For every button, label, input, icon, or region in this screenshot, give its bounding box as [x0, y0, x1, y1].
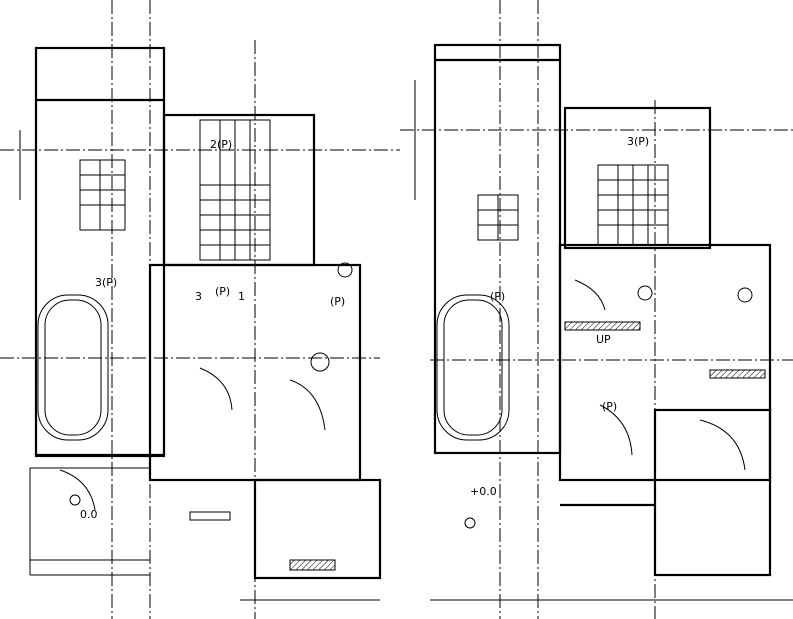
sink: [189, 511, 231, 521]
hatched-wall: [289, 559, 336, 571]
door-swing: [199, 367, 233, 411]
room-label: (P): [215, 285, 230, 298]
door-swing: [289, 379, 326, 431]
bathtub: [37, 294, 109, 441]
door-swing: [59, 469, 96, 511]
fixture-symbol: [737, 287, 753, 303]
room-label: (P): [330, 295, 345, 308]
room-label: 1: [238, 290, 245, 303]
wall: [34, 46, 166, 458]
wall: [563, 106, 712, 250]
room-label: (P): [490, 290, 505, 303]
staircase: [597, 164, 669, 246]
door-swing: [574, 279, 606, 311]
wall: [253, 478, 382, 580]
column-symbol: [310, 352, 330, 372]
room-label: (P): [602, 400, 617, 413]
fixture-symbol: [637, 285, 653, 301]
left-floor-plan: 3(P) 3 (P) 1 2(P) (P) 0.0: [0, 0, 400, 619]
bathtub-inner: [44, 299, 102, 436]
level-label: 0.0: [80, 508, 98, 521]
wall: [433, 43, 562, 455]
fixture-symbol: [337, 262, 353, 278]
fixture-symbol: [464, 517, 476, 529]
room-label: 2(P): [210, 138, 232, 151]
fixture-symbol: [69, 494, 81, 506]
hatched-wall: [709, 369, 766, 379]
wall: [162, 113, 316, 267]
door-swing: [599, 404, 633, 456]
room-label: UP: [596, 333, 611, 346]
bathtub-inner: [443, 299, 503, 436]
staircase: [199, 119, 271, 261]
wall: [653, 408, 772, 577]
wall: [558, 243, 772, 482]
bathtub: [436, 294, 510, 441]
kitchen-counter: [79, 159, 126, 231]
room-label: 3(P): [95, 276, 117, 289]
room-label: 3: [195, 290, 202, 303]
door-swing: [699, 419, 746, 471]
kitchen-counter: [477, 194, 519, 241]
right-floor-plan: (P) (P) UP 3(P) +0.0: [400, 0, 793, 619]
hatched-wall: [564, 321, 641, 331]
room-label: 3(P): [627, 135, 649, 148]
level-label: +0.0: [470, 485, 497, 498]
